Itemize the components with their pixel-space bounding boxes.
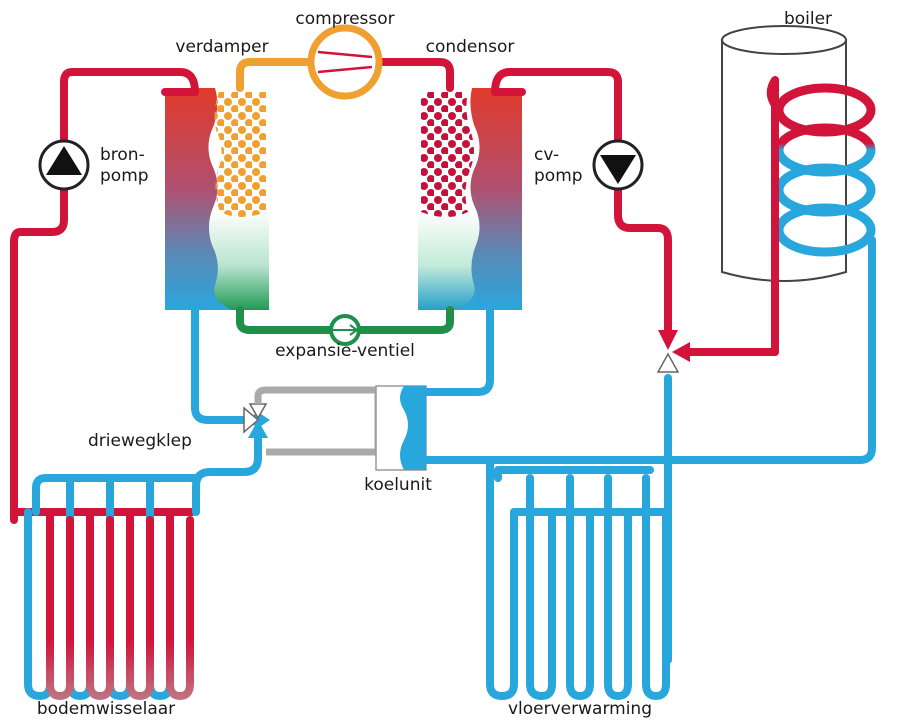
boiler-coil [766,76,876,356]
three-way-valve-label: driewegklep [88,431,192,451]
brine-pump-label-2: pomp [100,166,149,186]
floor-heating-loops [526,474,670,700]
compressor-label: compressor [295,9,394,29]
expansion-valve-symbol [329,314,361,346]
ground-loops [24,474,194,700]
cv-pump-symbol [592,139,644,191]
boiler-label: boiler [784,9,832,29]
three-way-valve [243,403,270,438]
evaporator [165,88,269,310]
condenser-label: condensor [426,37,515,57]
cooling-unit [254,306,494,471]
cv-pump-label-2: pomp [534,166,583,186]
refrigerant-circuit [236,58,454,334]
brine-pump-symbol [38,139,90,191]
cooling-unit-label: koelunit [364,475,432,495]
floor-heating-label: vloerverwarming [508,699,652,719]
ground-exchanger-label: bodemwisselaar [37,699,175,719]
brine-pump-label-1: bron- [100,145,145,165]
cv-pump-label-1: cv- [534,145,559,165]
condenser [418,88,522,310]
evaporator-label: verdamper [175,37,268,57]
boiler-three-way-valve [656,330,690,373]
expansion-valve-label: expansie-ventiel [275,341,415,361]
compressor-symbol [307,24,383,100]
